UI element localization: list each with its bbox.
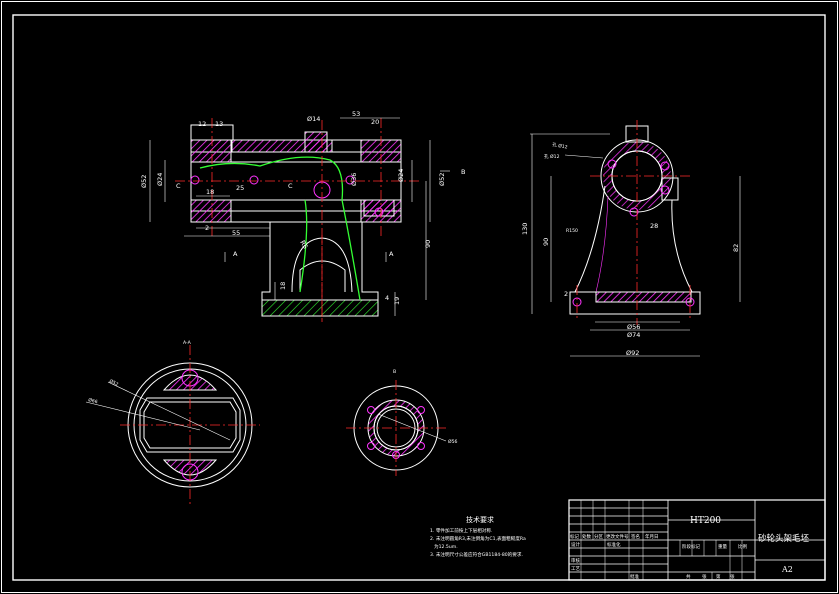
dim-28: 28	[650, 222, 658, 230]
dim-12: 12	[198, 120, 206, 128]
tech-line-2: 2. 未注明圆角R3,未注倒角为C1,表面粗糙度Ra	[430, 535, 526, 542]
dim-phi36: Ø36	[350, 173, 358, 186]
dim-2-side: 2	[564, 290, 568, 298]
tb-process: 工艺	[571, 566, 580, 572]
dim-90: 90	[424, 240, 432, 248]
tb-zone: 分区	[594, 533, 603, 540]
tech-title: 技术要求	[466, 515, 494, 524]
label-hole-lead: 孔 Ø12	[552, 141, 569, 151]
view-b-title: B	[393, 369, 396, 375]
dim-phi52-left: Ø52	[140, 175, 148, 188]
dim-18-lower: 18	[279, 282, 287, 290]
dim-4: 4	[385, 294, 389, 302]
tb-weight: 重量	[718, 543, 727, 550]
tb-standard: 标准化	[607, 541, 621, 548]
view-b	[346, 380, 447, 476]
technical-requirements: 技术要求 1. 零件加工前按上下层相对称. 2. 未注明圆角R3,未注倒角为C1…	[430, 515, 526, 558]
dim-13: 13	[215, 120, 223, 128]
dim-19: 19	[393, 297, 401, 305]
dim-phi24-right: Ø24	[397, 169, 405, 182]
label-b: B	[461, 168, 465, 176]
tb-review: 审核	[571, 557, 580, 564]
front-view	[149, 117, 450, 322]
dim-phi52-right: Ø52	[438, 173, 446, 186]
section-a-a-title: A-A	[183, 340, 192, 346]
title-block	[568, 499, 826, 581]
dim-90-side: 90	[542, 238, 550, 246]
dim-aa-phi66: Ø66	[88, 396, 99, 405]
dim-18: 18	[206, 188, 214, 196]
material-label: HT200	[690, 516, 721, 526]
dim-53: 53	[352, 110, 360, 118]
tb-design: 设计	[571, 541, 580, 548]
dim-130: 130	[521, 223, 529, 235]
label-hole-note: 孔 Ø12	[544, 153, 560, 160]
tb-sheets: 张	[702, 573, 707, 580]
side-view	[530, 120, 741, 357]
dim-aa-phi52: Ø52	[108, 377, 120, 387]
dim-phi56-side: Ø56	[627, 323, 640, 331]
dim-phi74: Ø74	[627, 331, 640, 339]
dim-55: 55	[232, 229, 240, 237]
label-a-left: A	[233, 250, 238, 258]
tech-line-1: 1. 零件加工前按上下层相对称.	[430, 527, 492, 534]
front-view-dimensions: 12 13 53 20 Ø14 Ø52 Ø24 18 25 2 55 Ø36 Ø…	[140, 110, 465, 305]
tech-line-3: 为12.5um.	[434, 543, 458, 550]
tb-total: 共	[686, 573, 691, 580]
tb-mark: 标记	[570, 533, 579, 540]
view-b-texts: B Ø56	[393, 369, 458, 445]
part-name: 砂轮头架毛坯	[758, 533, 810, 544]
section-a-a-texts: A-A Ø52 Ø66	[88, 340, 192, 405]
dim-25: 25	[236, 184, 244, 192]
dim-phi14: Ø14	[307, 115, 320, 123]
side-view-dimensions: 130 90 82 28 2 Ø56 Ø74 Ø92 R150 孔 Ø12 孔 …	[521, 141, 740, 357]
section-a-a	[85, 345, 260, 505]
tb-docno: 更改文件号	[606, 533, 629, 540]
dim-phi24-left: Ø24	[156, 173, 164, 186]
dim-phi92: Ø92	[626, 349, 639, 357]
sheet-size: A2	[781, 565, 793, 574]
dim-82: 82	[732, 244, 740, 252]
label-r5: R5	[298, 239, 309, 250]
inner-frame	[12, 14, 826, 581]
label-a-right: A	[389, 250, 394, 258]
tb-count: 处数	[582, 533, 591, 540]
dim-2: 2	[205, 224, 209, 232]
tb-sheet: 张	[730, 573, 735, 580]
tb-stage: 阶段标记	[682, 543, 700, 550]
tb-no: 第	[716, 573, 721, 580]
tb-scale: 比例	[738, 543, 747, 550]
tb-sign: 签名	[631, 533, 640, 540]
tb-date: 年月日	[645, 533, 659, 540]
dim-b-phi56: Ø56	[448, 438, 458, 445]
dim-20: 20	[371, 118, 379, 126]
label-c-right: C	[288, 182, 293, 190]
label-r150: R150	[566, 228, 578, 234]
tech-line-4: 3. 未注明尺寸公差应符合GB1184-80的要求.	[430, 551, 523, 558]
label-c-left: C	[176, 182, 181, 190]
tb-approve: 批准	[630, 573, 639, 580]
title-block-texts: HT200 砂轮头架毛坯 A2 标记 处数 分区 更改文件号 签名 年月日 设计…	[570, 516, 810, 580]
